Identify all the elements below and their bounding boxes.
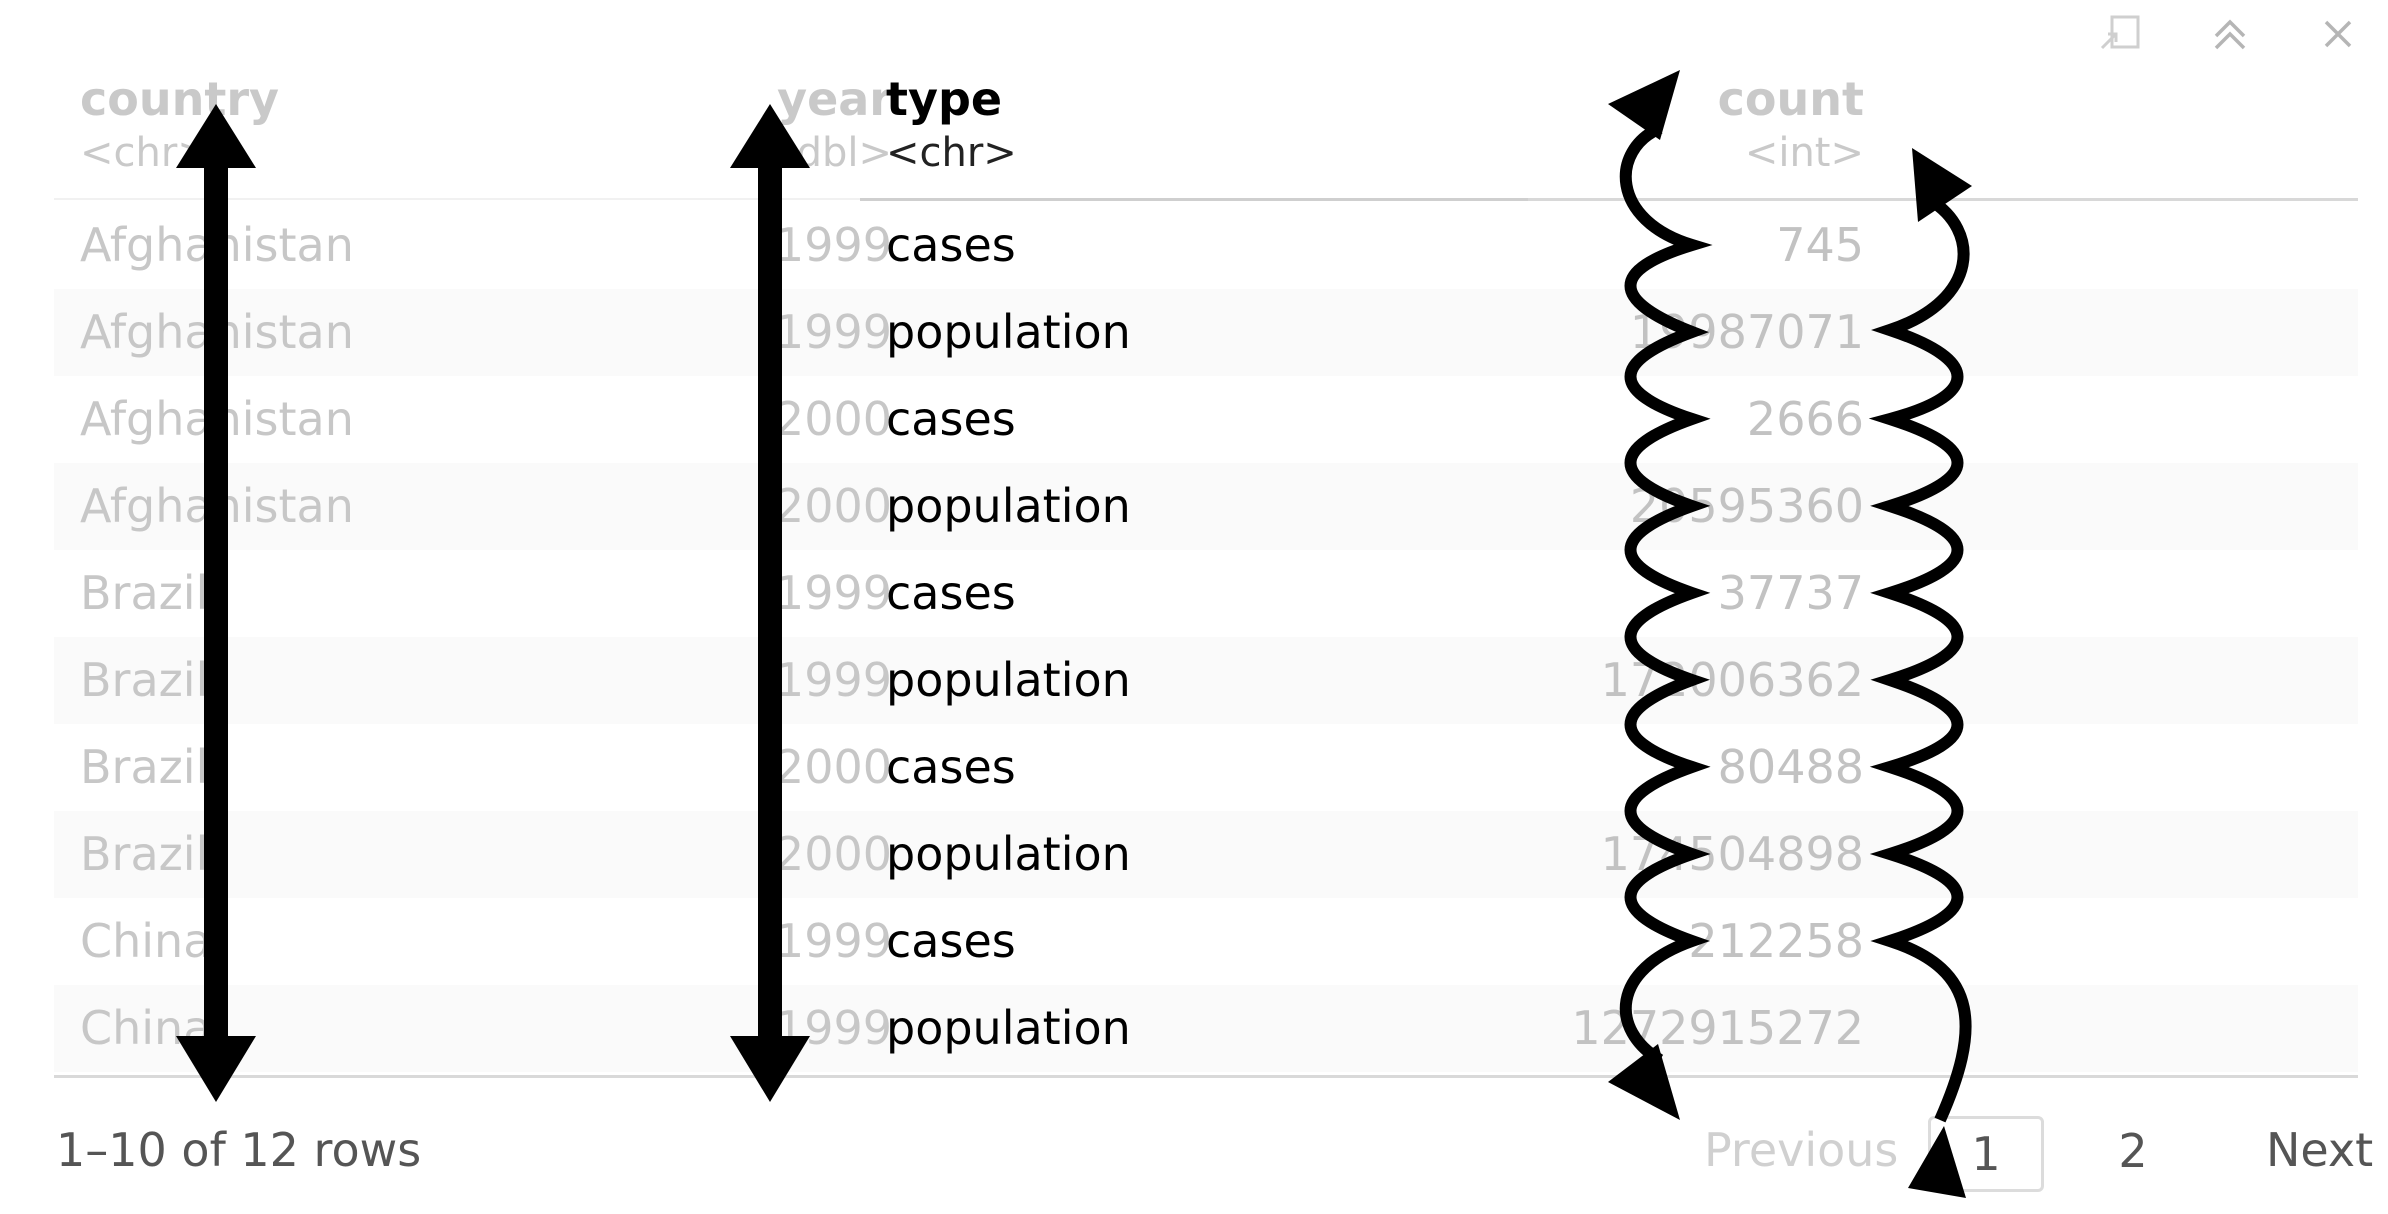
cell-count: 174504898 — [1600, 827, 1864, 881]
data-table: country <chr> year <dbl> type <chr> coun… — [54, 0, 2358, 1090]
cell-type: population — [886, 827, 1131, 881]
page-button-1[interactable]: 1 — [1928, 1116, 2044, 1192]
header-divider — [1528, 198, 2358, 201]
table-row: Brazil 1999 population 172006362 — [54, 637, 2358, 724]
cell-year: 2000 — [774, 392, 892, 446]
cell-year: 1999 — [774, 914, 892, 968]
table-bottom-border — [54, 1075, 2358, 1078]
cell-count: 80488 — [1717, 740, 1864, 794]
table-footer: 1–10 of 12 rows Previous 1 2 Next — [0, 1110, 2388, 1192]
table-row: China 1999 population 1272915272 — [54, 985, 2358, 1072]
cell-type: population — [886, 1001, 1131, 1055]
cell-country: Brazil — [80, 566, 209, 620]
cell-count: 172006362 — [1600, 653, 1864, 707]
export-icon[interactable] — [2092, 6, 2148, 62]
cell-year: 2000 — [774, 827, 892, 881]
cell-count: 37737 — [1717, 566, 1864, 620]
cell-type: cases — [886, 218, 1016, 272]
cell-year: 2000 — [774, 479, 892, 533]
cell-country: Afghanistan — [80, 218, 354, 272]
cell-type: cases — [886, 392, 1016, 446]
column-name: year — [777, 72, 892, 126]
table-row: Afghanistan 1999 population 19987071 — [54, 289, 2358, 376]
close-icon[interactable] — [2310, 6, 2366, 62]
cell-country: Afghanistan — [80, 479, 354, 533]
cell-year: 1999 — [774, 305, 892, 359]
cell-count: 212258 — [1688, 914, 1864, 968]
column-header-count[interactable]: count <int> — [1274, 72, 1864, 178]
cell-country: Brazil — [80, 653, 209, 707]
table-row: China 1999 cases 212258 — [54, 898, 2358, 985]
cell-type: population — [886, 653, 1131, 707]
rows-info: 1–10 of 12 rows — [56, 1123, 422, 1177]
cell-country: Afghanistan — [80, 305, 354, 359]
table-row: Brazil 2000 population 174504898 — [54, 811, 2358, 898]
cell-year: 2000 — [774, 740, 892, 794]
table-row: Afghanistan 2000 cases 2666 — [54, 376, 2358, 463]
cell-country: China — [80, 1001, 212, 1055]
cell-country: Brazil — [80, 740, 209, 794]
column-name: country — [80, 72, 280, 126]
cell-year: 1999 — [774, 653, 892, 707]
cell-country: Afghanistan — [80, 392, 354, 446]
pagination: Previous 1 2 Next — [1688, 1110, 2388, 1192]
next-button[interactable]: Next — [2266, 1123, 2374, 1177]
cell-country: Brazil — [80, 827, 209, 881]
cell-year: 1999 — [774, 566, 892, 620]
cell-type: cases — [886, 566, 1016, 620]
cell-year: 1999 — [774, 1001, 892, 1055]
column-type: <dbl> — [763, 130, 892, 176]
column-name: count — [1717, 72, 1864, 126]
header-divider — [860, 198, 1528, 201]
header-divider — [54, 198, 866, 200]
cell-count: 19987071 — [1629, 305, 1864, 359]
cell-country: China — [80, 914, 212, 968]
column-header-country[interactable]: country <chr> — [80, 72, 279, 178]
page-button-2[interactable]: 2 — [2118, 1124, 2148, 1178]
cell-count: 20595360 — [1629, 479, 1864, 533]
cell-type: cases — [886, 914, 1016, 968]
cell-type: population — [886, 305, 1131, 359]
column-header-type[interactable]: type <chr> — [886, 72, 1017, 178]
table-row: Brazil 2000 cases 80488 — [54, 724, 2358, 811]
viewer-toolbar — [1988, 6, 2388, 66]
column-type: <chr> — [886, 130, 1017, 176]
table-row: Afghanistan 1999 cases 745 — [54, 202, 2358, 289]
cell-year: 1999 — [774, 218, 892, 272]
column-header-year[interactable]: year <dbl> — [600, 72, 892, 178]
cell-type: population — [886, 479, 1131, 533]
table-row: Brazil 1999 cases 37737 — [54, 550, 2358, 637]
column-type: <int> — [1744, 130, 1864, 176]
table-row: Afghanistan 2000 population 20595360 — [54, 463, 2358, 550]
cell-type: cases — [886, 740, 1016, 794]
previous-button[interactable]: Previous — [1704, 1123, 1899, 1177]
cell-count: 2666 — [1746, 392, 1864, 446]
cell-count: 1272915272 — [1571, 1001, 1864, 1055]
column-name: type — [886, 72, 1003, 126]
collapse-icon[interactable] — [2202, 6, 2258, 62]
cell-count: 745 — [1776, 218, 1864, 272]
column-type: <chr> — [80, 130, 211, 176]
